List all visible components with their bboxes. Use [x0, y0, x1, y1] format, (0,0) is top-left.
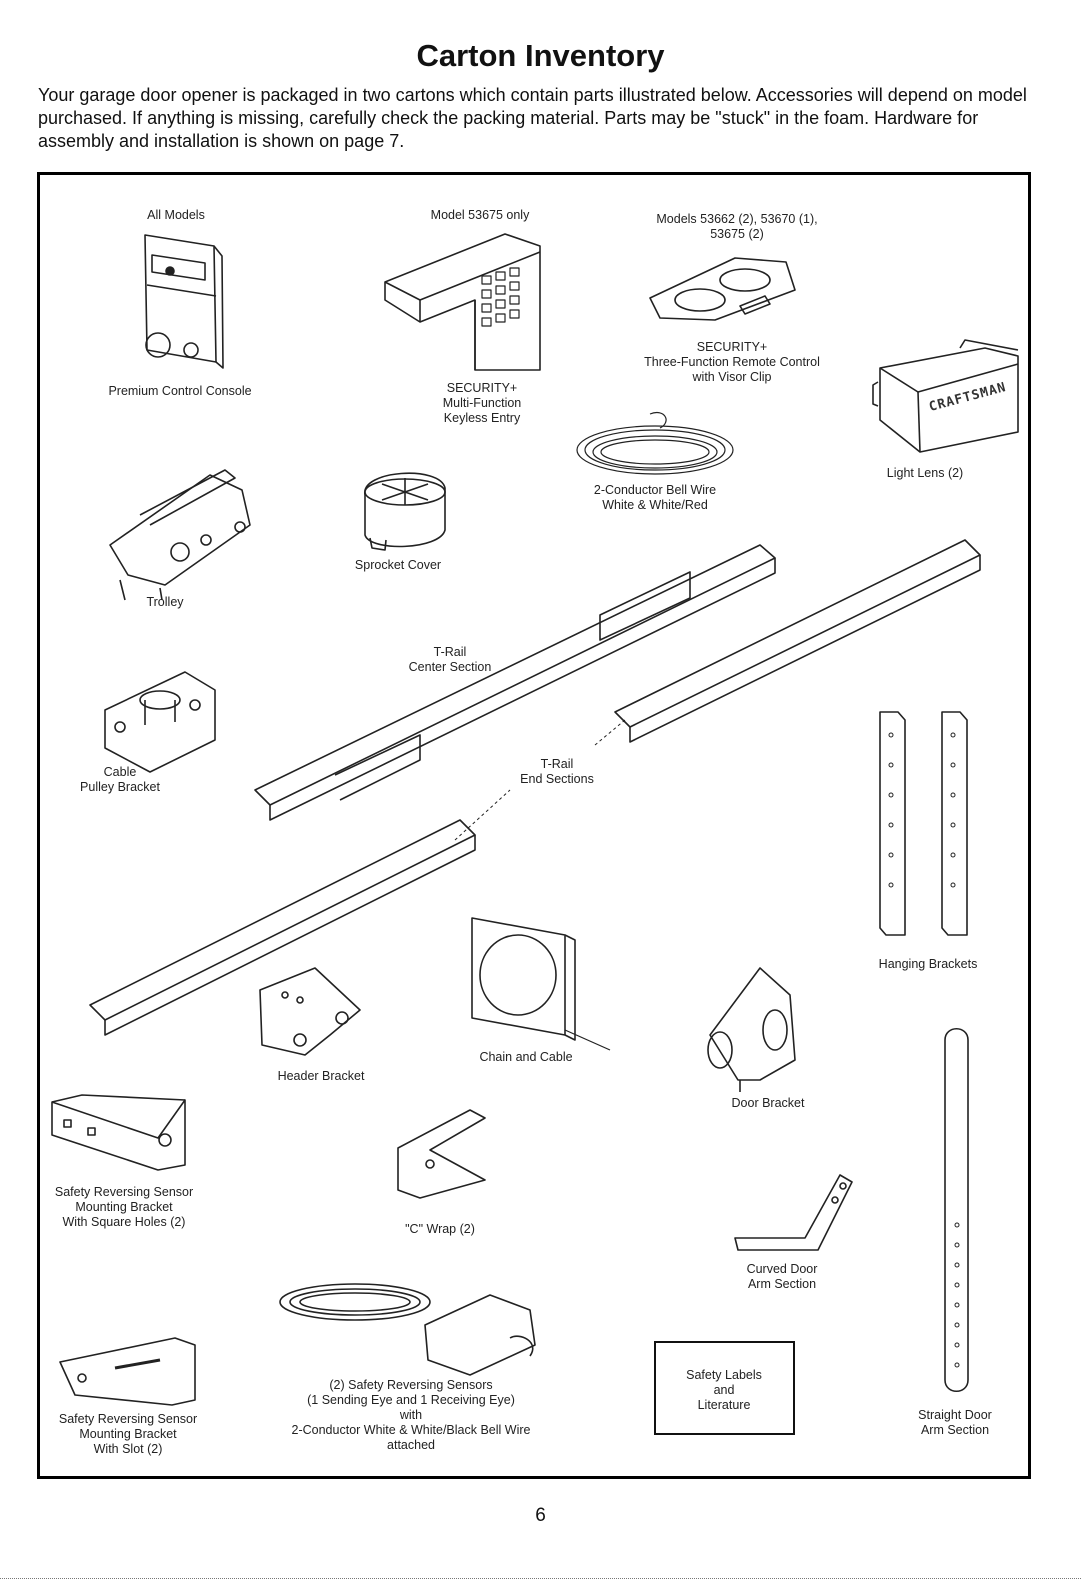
door-bracket-drawing [707, 967, 796, 1092]
header-bracket-drawing [259, 967, 361, 1056]
c-wrap-drawing [397, 1109, 486, 1199]
safety-labels-box [654, 1341, 795, 1435]
label-chain-cable: Chain and Cable [479, 1050, 573, 1064]
label-trolley: Trolley [146, 595, 184, 609]
label-sensors: (2) Safety Reversing Sensors(1 Sending E… [291, 1378, 531, 1452]
trolley-drawing [109, 469, 251, 601]
hanging-brackets-drawing [879, 711, 968, 936]
sensor-bracket-square-drawing [51, 1094, 186, 1171]
inventory-frame [37, 172, 1031, 1479]
sprocket-cover-drawing [364, 472, 446, 551]
bell-wire-drawing [576, 412, 734, 475]
bottom-dotted-rule [0, 1578, 1081, 1579]
heading-all-models: All Models [147, 208, 205, 222]
cable-pulley-drawing [104, 671, 216, 773]
control-console-drawing [144, 234, 224, 369]
heading-model-53675-only: Model 53675 only [430, 208, 530, 222]
light-lens-drawing [872, 339, 1019, 453]
label-c-wrap: "C" Wrap (2) [405, 1222, 475, 1236]
label-sprocket-cover: Sprocket Cover [354, 558, 442, 572]
label-light-lens: Light Lens (2) [886, 466, 964, 480]
sensor-bracket-slot-drawing [59, 1337, 196, 1406]
page-number: 6 [535, 1505, 546, 1526]
remote-control-drawing [649, 257, 796, 321]
label-control-console: Premium Control Console [108, 384, 252, 398]
sensors-drawing [279, 1283, 536, 1376]
straight-arm-drawing [944, 1027, 969, 1393]
heading-models-remote: Models 53662 (2), 53670 (1),53675 (2) [656, 212, 818, 241]
page-title: Carton Inventory [416, 38, 665, 73]
label-header-bracket: Header Bracket [277, 1069, 365, 1083]
keyless-entry-drawing [384, 233, 541, 371]
intro-paragraph: Your garage door opener is packaged in t… [38, 85, 1027, 151]
t-rail-center-drawing [254, 544, 776, 821]
curved-arm-drawing [734, 1174, 853, 1251]
t-rail-end-drawing [89, 539, 981, 1036]
label-hanging-brackets: Hanging Brackets [878, 957, 978, 971]
chain-cable-drawing [471, 917, 611, 1051]
label-door-bracket: Door Bracket [731, 1096, 805, 1110]
